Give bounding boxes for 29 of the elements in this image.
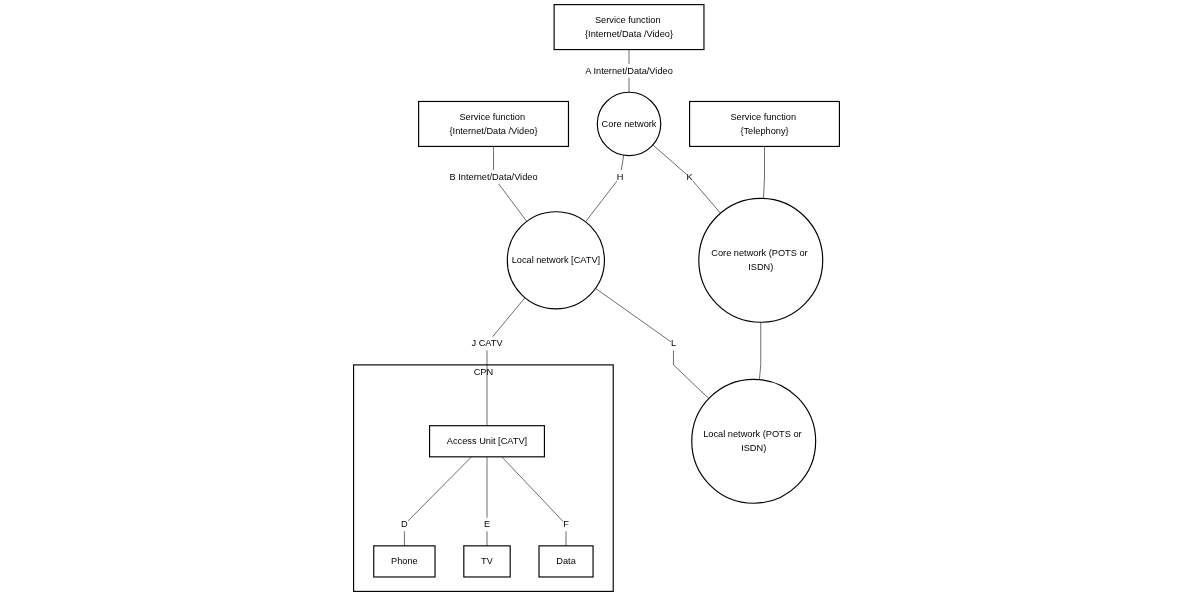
edge-label: D (401, 519, 408, 530)
edge-label: E (483, 519, 491, 530)
connector (501, 456, 567, 547)
connector (595, 288, 710, 399)
node-box: Service function {Internet/Data /Video} (553, 4, 705, 51)
node-box: Data (538, 545, 594, 578)
edge-label: J CATV (471, 338, 503, 349)
node-box: Phone (373, 545, 436, 578)
edge-label: A Internet/Data/Video (585, 65, 673, 76)
edge-label: F (563, 519, 569, 530)
node-box: Access Unit [CATV] (428, 425, 545, 458)
connector (763, 146, 765, 199)
connector (486, 456, 488, 547)
node-box: Service function {Internet/Data /Video} (418, 100, 570, 147)
edge-label: K (686, 171, 693, 182)
connector (486, 297, 526, 426)
node-circle: Core network (POTS or ISDN) (698, 197, 824, 323)
node-circle: Local network [CATV] (506, 211, 605, 310)
edge-label: B Internet/Data/Video (449, 171, 538, 182)
connector (759, 321, 762, 380)
node-box: TV (463, 545, 511, 578)
edge-label: L (670, 338, 677, 349)
edge-label: H (616, 171, 624, 182)
node-circle: Core network (596, 91, 662, 157)
connector (585, 154, 624, 223)
connector (404, 456, 472, 547)
connector (652, 144, 721, 214)
node-box: Service function {Telephony} (689, 100, 840, 147)
node-circle: Local network (POTS or ISDN) (691, 378, 817, 504)
